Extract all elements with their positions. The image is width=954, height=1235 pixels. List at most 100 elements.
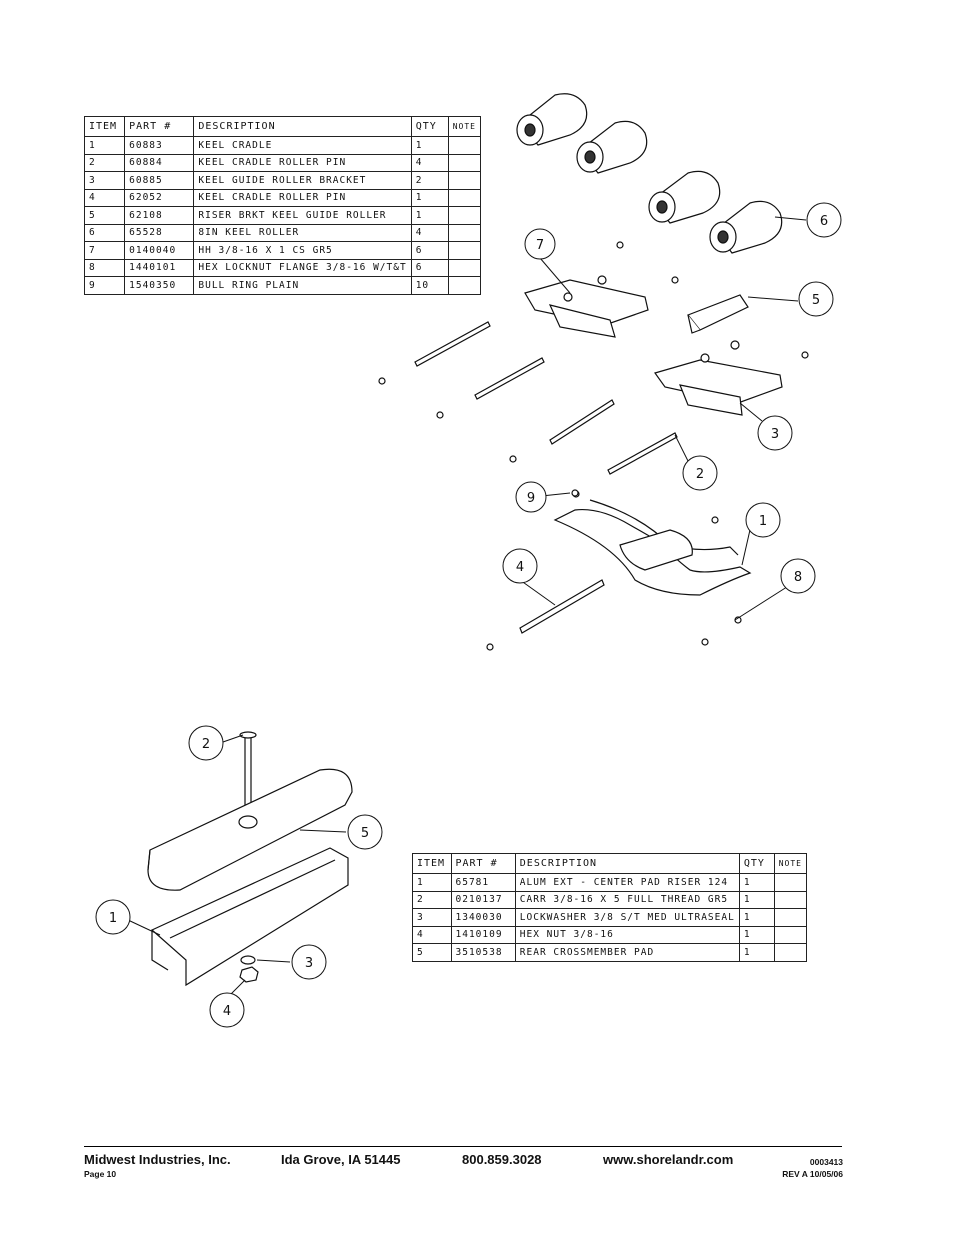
cell-note (773, 925, 808, 944)
lockwasher (240, 955, 256, 965)
callout-5: 5 (798, 281, 834, 317)
footer-phone: 800.859.3028 (462, 1152, 542, 1167)
callout-label: 9 (527, 491, 535, 506)
cell-note (773, 873, 808, 892)
cell-part: 60884 (124, 153, 195, 172)
cell-note (773, 943, 808, 962)
cell-item: 2 (412, 890, 452, 909)
callout-7: 7 (524, 228, 556, 260)
callout-label: 7 (536, 238, 544, 253)
cell-description: HEX NUT 3/8-16 (514, 925, 740, 944)
cell-item: 1 (412, 873, 452, 892)
col-note: NOTE (447, 116, 482, 137)
cell-note (773, 908, 808, 927)
cell-part: 0140040 (124, 241, 195, 260)
callout-label: 1 (109, 911, 117, 926)
roller-pin (519, 579, 605, 634)
callout-3: 3 (757, 415, 793, 451)
callout-label: 3 (771, 427, 779, 442)
footer-doc-number: 0003413 (809, 1157, 843, 1167)
callout-2: 2 (188, 725, 224, 761)
cell-item: 3 (83, 171, 126, 190)
cell-part: 1410109 (450, 925, 516, 944)
cell-item: 4 (412, 925, 452, 944)
roller-pin (474, 357, 545, 400)
guide-roller-bracket (524, 275, 649, 338)
roller-pin (414, 321, 491, 367)
footer-website: www.shorelandr.com (603, 1152, 734, 1167)
cell-note (447, 276, 482, 295)
keel-cradle (553, 499, 752, 596)
cell-item: 6 (83, 223, 126, 242)
col-qty: QTY (410, 116, 449, 137)
keel-roller (516, 93, 588, 146)
cell-part: 62108 (124, 206, 195, 225)
cell-item: 8 (83, 258, 126, 277)
callout-6: 6 (806, 202, 842, 238)
callout-label: 5 (361, 826, 369, 841)
cell-description: CARR 3/8-16 X 5 FULL THREAD GR5 (514, 890, 740, 909)
cell-description: LOCKWASHER 3/8 S/T MED ULTRASEAL (514, 908, 740, 927)
callout-8: 8 (780, 558, 816, 594)
callout-label: 4 (516, 560, 524, 575)
col-item: ITEM (83, 116, 126, 137)
table-header-row: ITEM PART # DESCRIPTION QTY NOTE (83, 116, 482, 137)
cell-item: 9 (83, 276, 126, 295)
footer-company: Midwest Industries, Inc. (84, 1152, 231, 1167)
callout-label: 6 (820, 214, 828, 229)
cell-part: 1340030 (450, 908, 516, 927)
keel-roller (709, 200, 783, 254)
callout-label: 2 (696, 467, 704, 482)
cell-part: 0210137 (450, 890, 516, 909)
cell-part: 60883 (124, 136, 195, 155)
roller-pin (549, 399, 615, 445)
keel-cradle-exploded-diagram: 7 6 5 3 2 9 1 4 8 (378, 93, 842, 651)
cell-part: 65528 (124, 223, 195, 242)
cell-qty: 1 (738, 925, 775, 944)
col-description: DESCRIPTION (514, 853, 740, 874)
footer-revision: REV A 10/05/06 (782, 1169, 843, 1179)
col-part: PART # (450, 853, 516, 874)
cell-part: 65781 (450, 873, 516, 892)
cell-description: ALUM EXT - CENTER PAD RISER 124 (514, 873, 740, 892)
cell-note (773, 890, 808, 909)
callout-2: 2 (682, 455, 718, 491)
callout-label: 2 (202, 737, 210, 752)
cell-qty: 1 (738, 943, 775, 962)
hex-nut (239, 966, 259, 983)
riser-extrusion (150, 847, 349, 987)
col-note: NOTE (773, 853, 808, 874)
keel-roller (648, 170, 721, 224)
footer-location: Ida Grove, IA 51445 (281, 1152, 401, 1167)
callout-3: 3 (291, 944, 327, 980)
cell-part: 60885 (124, 171, 195, 190)
cell-qty: 10 (410, 276, 449, 295)
cell-part: 1440101 (124, 258, 195, 277)
callout-label: 3 (305, 956, 313, 971)
cell-description: REAR CROSSMEMBER PAD (514, 943, 740, 962)
cell-part: 3510538 (450, 943, 516, 962)
keel-roller (576, 120, 648, 174)
page-footer: Midwest Industries, Inc. Ida Grove, IA 5… (84, 1146, 843, 1179)
guide-roller-bracket (654, 340, 783, 416)
col-qty: QTY (738, 853, 775, 874)
crossmember-pad (147, 768, 353, 891)
col-part: PART # (124, 116, 195, 137)
callout-1: 1 (745, 502, 781, 538)
cell-item: 2 (83, 153, 126, 172)
cell-qty: 1 (738, 873, 775, 892)
cell-item: 7 (83, 241, 126, 260)
